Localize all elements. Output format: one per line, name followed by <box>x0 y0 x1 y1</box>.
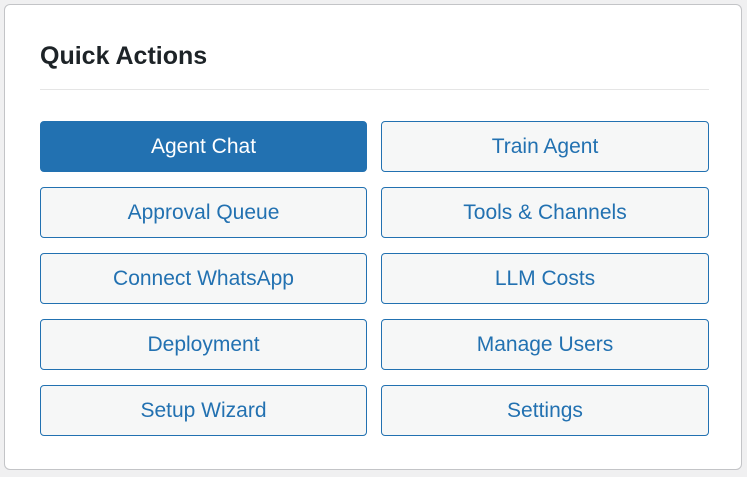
settings-button[interactable]: Settings <box>381 385 709 436</box>
panel-title: Quick Actions <box>40 42 208 70</box>
tools-channels-button[interactable]: Tools & Channels <box>381 187 709 238</box>
approval-queue-button[interactable]: Approval Queue <box>40 187 367 238</box>
quick-actions-grid: Agent Chat Train Agent Approval Queue To… <box>40 121 709 436</box>
deployment-button[interactable]: Deployment <box>40 319 367 370</box>
setup-wizard-button[interactable]: Setup Wizard <box>40 385 367 436</box>
connect-whatsapp-button[interactable]: Connect WhatsApp <box>40 253 367 304</box>
llm-costs-button[interactable]: LLM Costs <box>381 253 709 304</box>
quick-actions-panel: Quick Actions Agent Chat Train Agent App… <box>4 4 742 470</box>
train-agent-button[interactable]: Train Agent <box>381 121 709 172</box>
agent-chat-button[interactable]: Agent Chat <box>40 121 367 172</box>
manage-users-button[interactable]: Manage Users <box>381 319 709 370</box>
title-divider <box>40 89 709 90</box>
